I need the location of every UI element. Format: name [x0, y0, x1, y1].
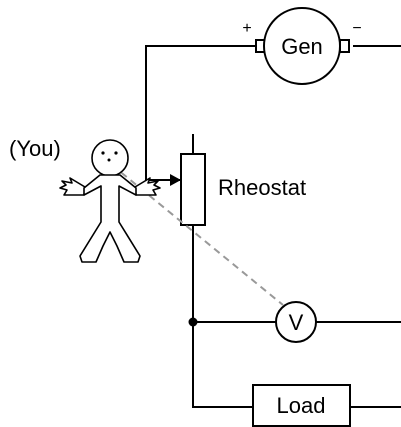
- person-head: [91, 139, 129, 177]
- junction-dot: [188, 317, 198, 327]
- rheostat-body: [180, 153, 206, 226]
- load-label: Load: [277, 393, 326, 418]
- generator-minus-label: −: [352, 20, 361, 37]
- voltmeter: V: [275, 301, 317, 343]
- voltmeter-body: [275, 301, 317, 343]
- person-right-eye: [114, 151, 118, 155]
- person-left-hand: [59, 177, 86, 196]
- load-body: [252, 384, 351, 427]
- person-body: [79, 174, 141, 263]
- person-right-hand: [134, 177, 161, 196]
- person-label: (You): [9, 136, 61, 161]
- rheostat-label: Rheostat: [218, 175, 306, 200]
- generator-plus-label: +: [242, 20, 251, 37]
- person-left-eye: [101, 151, 105, 155]
- generator: Gen + −: [242, 7, 362, 85]
- rheostat-wiper-arrow: [170, 174, 181, 186]
- generator-minus-terminal: [339, 39, 350, 53]
- load: Load: [252, 384, 351, 427]
- voltmeter-label: V: [289, 310, 304, 335]
- person-figure: (You): [9, 136, 161, 263]
- person-nose: [107, 158, 111, 162]
- generator-label: Gen: [281, 34, 323, 59]
- wires: [145, 45, 401, 408]
- rheostat: Rheostat: [170, 153, 306, 226]
- generator-body: [263, 7, 341, 85]
